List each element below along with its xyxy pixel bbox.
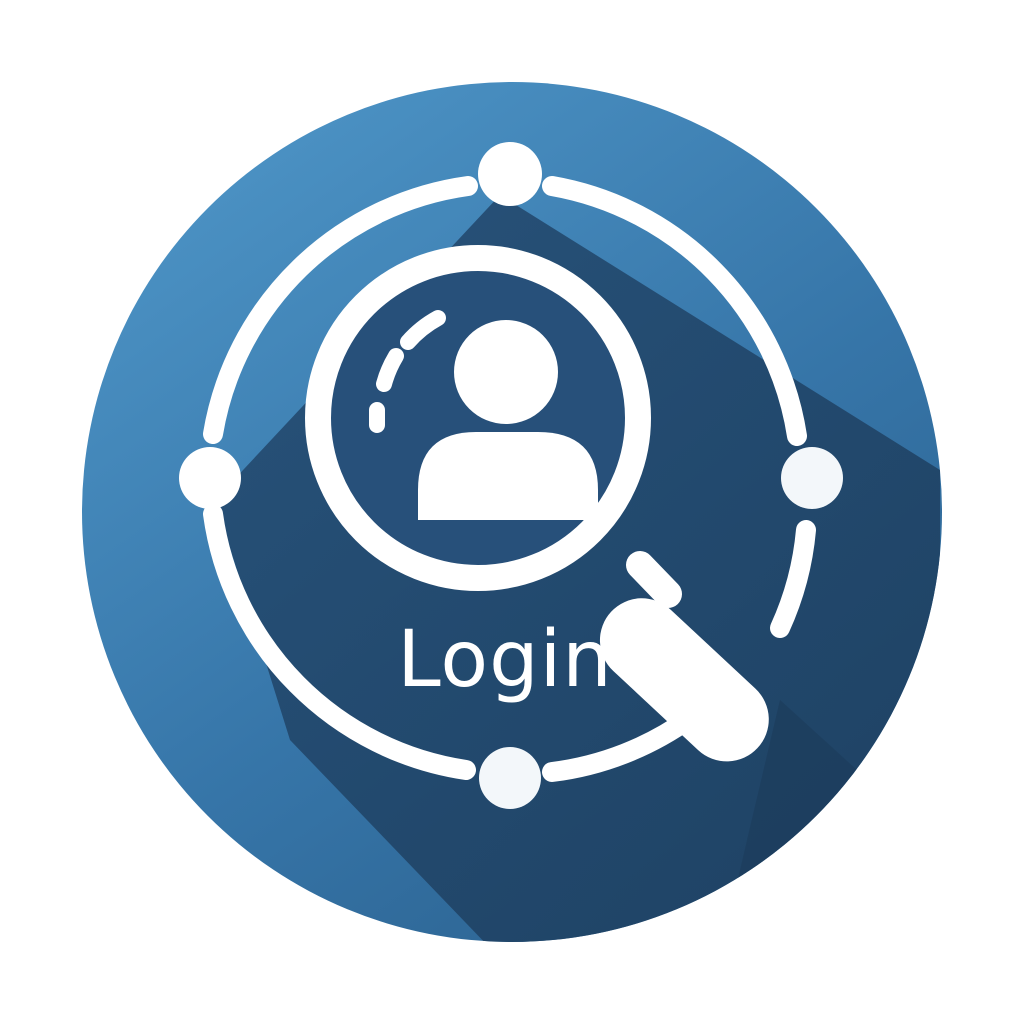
user-head — [454, 320, 558, 424]
login-label: Login — [397, 615, 612, 705]
orbit-node-bottom — [479, 747, 541, 809]
user-body — [418, 432, 598, 520]
orbit-node-top — [478, 142, 542, 206]
magnifier-handle — [599, 551, 769, 762]
orbit-node-left — [179, 447, 241, 509]
orbit-nodes — [179, 142, 843, 809]
orbit-node-right — [781, 447, 843, 509]
magnifier-lens — [305, 245, 651, 591]
user-icon — [418, 320, 598, 520]
